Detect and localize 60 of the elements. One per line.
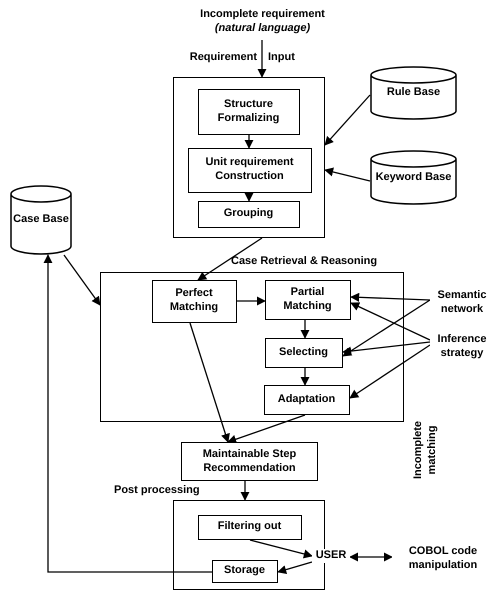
arrow — [350, 292, 430, 302]
node-label: Grouping — [224, 207, 274, 221]
node-label: Selecting — [279, 346, 328, 360]
node-label: Incomplete requirement — [200, 8, 325, 22]
arrow — [300, 320, 310, 339]
arrow — [350, 302, 430, 341]
node-label: Filtering out — [218, 520, 282, 534]
arrow — [237, 296, 266, 306]
process-box — [188, 148, 312, 192]
process-box — [181, 442, 318, 481]
arrow — [349, 552, 393, 562]
node-label: Structure Formalizing — [216, 98, 280, 126]
arrow — [257, 40, 267, 78]
process-box — [212, 560, 278, 582]
frame-heading: Case Retrieval & Reasoning — [231, 255, 378, 269]
arrow — [342, 299, 430, 357]
process-box — [152, 280, 236, 322]
node-label: Rule Base — [386, 86, 440, 100]
node-label: Keyword Base — [376, 170, 452, 184]
arrow — [227, 414, 306, 444]
text-label: Requirement — [188, 51, 257, 65]
arrow — [277, 561, 312, 574]
node-label: COBOL code manipulation — [408, 545, 478, 573]
process-box — [264, 384, 350, 414]
arrow — [240, 481, 250, 501]
arrow — [300, 368, 310, 386]
node-label: Maintainable Step Recommendation — [202, 448, 298, 476]
node-label: USER — [316, 549, 346, 563]
arrow — [43, 254, 212, 573]
node-label: Storage — [224, 564, 265, 578]
process-box — [198, 200, 300, 228]
node-label: Semantic network — [436, 289, 488, 317]
database-cylinder — [370, 150, 457, 205]
node-label: Partial Matching — [282, 286, 333, 314]
arrow — [342, 341, 430, 356]
node-label: Case Base — [13, 213, 69, 227]
arrow — [244, 135, 254, 149]
process-box — [264, 338, 342, 368]
process-box — [264, 280, 350, 320]
arrow — [324, 168, 370, 182]
node-label: Perfect Matching — [168, 287, 220, 315]
arrow — [197, 237, 262, 281]
node-label: Inference strategy — [436, 333, 488, 361]
arrow — [63, 254, 101, 306]
arrow — [189, 322, 230, 443]
process-box — [198, 514, 302, 540]
frame-heading: Post processing — [114, 484, 200, 498]
text-label: Incomplete matching — [412, 420, 439, 482]
arrow — [244, 192, 254, 202]
arrow — [349, 344, 430, 399]
text-label: Input — [268, 51, 295, 65]
database-cylinder — [370, 66, 457, 120]
node-label: Unit requirement Construction — [204, 156, 294, 184]
process-box — [198, 88, 300, 134]
arrow — [324, 94, 370, 146]
group-frame — [173, 77, 325, 238]
node-label: Adaptation — [278, 392, 336, 406]
node-label: (natural language) — [214, 22, 310, 36]
arrow — [250, 539, 313, 558]
database-cylinder — [10, 185, 72, 255]
